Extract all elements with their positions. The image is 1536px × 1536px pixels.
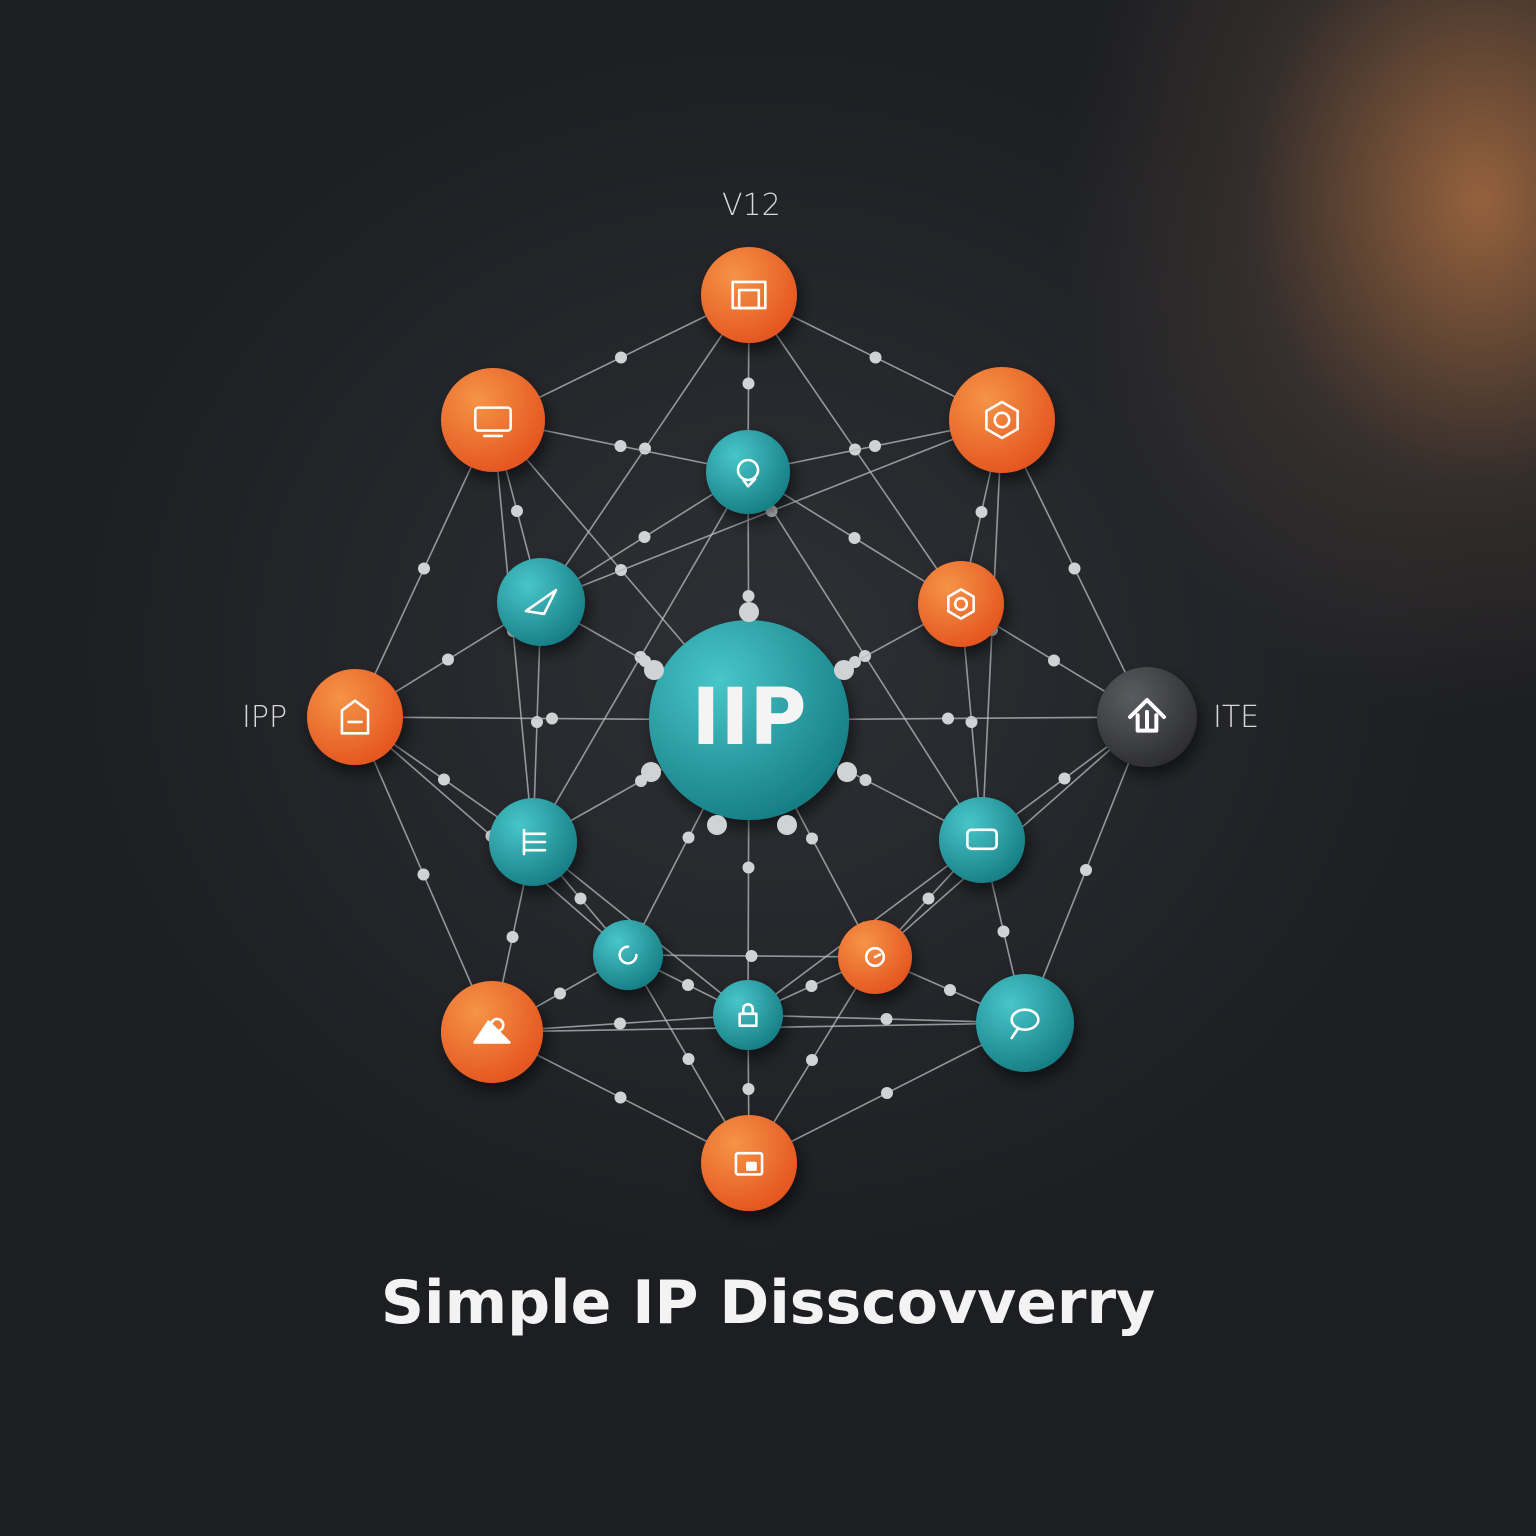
chat-icon: [966, 828, 998, 851]
node-left[interactable]: [307, 669, 403, 765]
label-left: IPP: [242, 700, 288, 735]
joint-dot: [554, 987, 566, 1000]
label-top: V12: [722, 188, 781, 223]
node-mr[interactable]: [939, 797, 1025, 883]
joint-dot: [707, 815, 727, 835]
joint-dot: [834, 660, 854, 680]
node-r2[interactable]: [918, 561, 1004, 647]
joint-dot: [806, 1054, 818, 1066]
joint-dot: [837, 762, 857, 782]
joint-dot: [742, 861, 755, 874]
node-c1[interactable]: [593, 920, 663, 990]
node-ur[interactable]: [949, 367, 1055, 473]
clock-icon: [864, 946, 886, 968]
joint-dot: [682, 979, 694, 991]
node-tc[interactable]: [706, 430, 790, 514]
joint-dot: [506, 931, 519, 943]
node-ul[interactable]: [441, 368, 545, 472]
node-ml[interactable]: [489, 798, 577, 886]
joint-dot: [682, 831, 695, 844]
joint-dot: [869, 351, 882, 364]
monitor-icon: [474, 406, 512, 438]
label-right: ITE: [1213, 700, 1260, 735]
joint-dot: [511, 505, 523, 517]
node-top[interactable]: [701, 247, 797, 343]
joint-dot: [417, 868, 430, 881]
joint-dot: [942, 712, 954, 725]
hex-badge-icon: [947, 588, 975, 620]
joint-dot: [614, 1017, 626, 1030]
joint-dot: [869, 440, 881, 452]
refresh-icon: [618, 945, 638, 965]
joint-dot: [546, 712, 558, 725]
node-bottom[interactable]: [701, 1115, 797, 1211]
node-bl[interactable]: [441, 981, 543, 1083]
node-circle: [307, 669, 403, 765]
page-title: Simple IP Disscovverry: [380, 1268, 1156, 1338]
joint-dot: [1080, 864, 1092, 876]
joint-dot: [777, 815, 797, 835]
hexagon-icon: [985, 400, 1019, 440]
joint-dot: [639, 442, 651, 455]
joint-dot: [644, 660, 664, 680]
joint-dot: [805, 980, 818, 992]
node-right[interactable]: [1097, 667, 1197, 767]
node-circle: [706, 430, 790, 514]
joint-dot: [997, 925, 1010, 938]
window-icon: [731, 280, 767, 310]
joint-dot: [881, 1087, 893, 1099]
joint-dot: [418, 562, 430, 575]
joint-dot: [638, 531, 651, 543]
node-circle: [701, 247, 797, 343]
joint-dot: [438, 773, 450, 786]
speech-bubble-icon: [1010, 1008, 1040, 1040]
node-circle: [918, 561, 1004, 647]
joint-dot: [739, 602, 759, 622]
node-circle: [976, 974, 1074, 1072]
joint-dot: [1068, 562, 1081, 575]
joint-dot: [975, 506, 988, 518]
joint-dot: [574, 892, 587, 905]
joint-dot: [944, 984, 956, 996]
node-circle: [939, 797, 1025, 883]
image-icon: [473, 1017, 511, 1044]
joint-dot: [614, 1091, 627, 1104]
joint-dot: [742, 377, 755, 390]
node-circle: [441, 368, 545, 472]
joint-dot: [442, 653, 454, 666]
node-br[interactable]: [976, 974, 1074, 1072]
joint-dot: [1048, 654, 1060, 667]
center-node-label: IIP: [691, 673, 806, 763]
node-c2[interactable]: [838, 920, 912, 994]
folder-icon: [734, 1151, 764, 1176]
joint-dot: [806, 832, 818, 845]
node-circle: [949, 367, 1055, 473]
document-icon: [340, 699, 370, 735]
joint-dot: [742, 1083, 755, 1095]
list-icon: [522, 828, 547, 856]
joint-dot: [615, 351, 627, 364]
joint-dot: [641, 762, 661, 782]
joint-dot: [848, 532, 861, 544]
joint-dot: [742, 590, 755, 602]
joint-dot: [859, 774, 872, 786]
joint-dot: [1058, 772, 1071, 785]
joint-dot: [880, 1013, 893, 1025]
lock-icon: [738, 1003, 758, 1028]
send-icon: [524, 588, 558, 616]
joint-dot: [614, 440, 627, 452]
joint-dot: [922, 892, 935, 905]
node-circle: [593, 920, 663, 990]
joint-dot: [682, 1053, 695, 1065]
node-c3[interactable]: [713, 980, 783, 1050]
user-head-icon: [736, 458, 760, 488]
joint-dot: [745, 950, 758, 962]
center-node-ip[interactable]: IIP: [649, 620, 849, 820]
node-l2[interactable]: [497, 558, 585, 646]
home-upload-icon: [1128, 698, 1166, 733]
